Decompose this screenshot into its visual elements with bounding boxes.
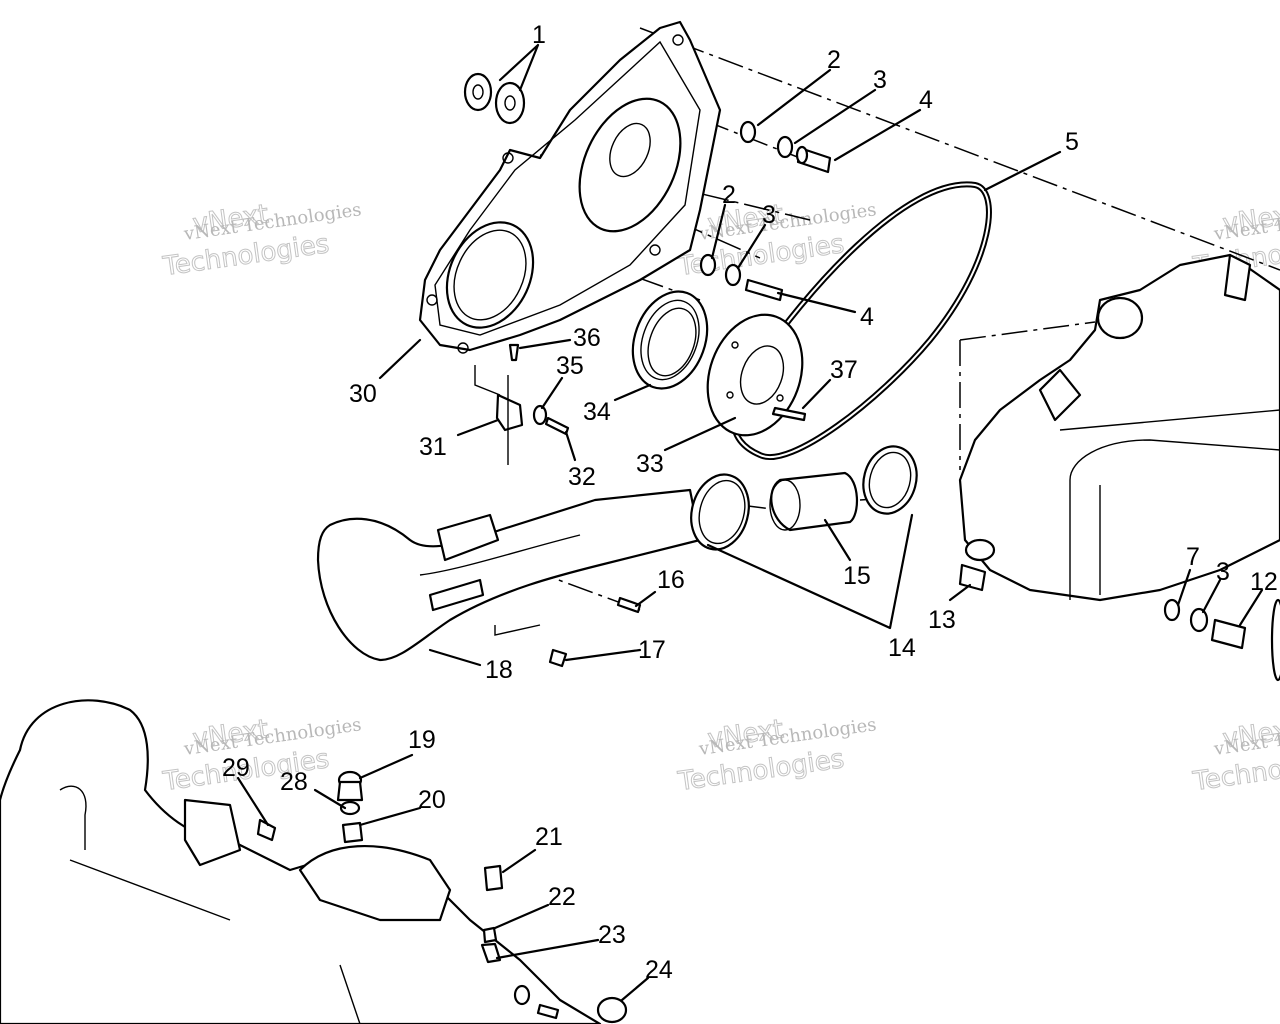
bolt-stack-lower [699,253,784,302]
callout-19: 19 [408,726,436,754]
callout-1: 1 [532,21,546,49]
callout-labels: 1 2 3 4 5 2 3 4 36 35 30 31 32 34 33 37 … [222,21,1278,984]
lower-airbox-assembly [0,699,628,1024]
callout-17: 17 [638,636,666,664]
callout-3-lower: 3 [762,201,776,229]
callout-21: 21 [535,823,563,851]
callout-3-right: 3 [1216,558,1230,586]
callout-12: 12 [1250,568,1278,596]
callout-3: 3 [873,66,887,94]
callout-31: 31 [419,433,447,461]
callout-22: 22 [548,883,576,911]
callout-4-lower: 4 [860,303,874,331]
callout-29: 29 [222,754,250,782]
washers-1 [463,72,526,125]
callout-24: 24 [645,956,673,984]
callout-28: 28 [280,768,308,796]
callout-4: 4 [919,86,933,114]
callout-2-lower: 2 [722,181,736,209]
callout-7: 7 [1186,543,1200,571]
bolt-13 [958,563,987,592]
callout-36: 36 [573,324,601,352]
seal-34 [631,290,709,390]
callout-16: 16 [657,566,685,594]
screw-37 [771,406,807,422]
callout-15: 15 [843,562,871,590]
callout-34: 34 [583,398,611,426]
callout-5: 5 [1065,128,1079,156]
callout-2: 2 [827,46,841,74]
callout-37: 37 [830,356,858,384]
callout-14: 14 [888,634,916,662]
callout-23: 23 [598,921,626,949]
inner-cover-plate [418,20,722,354]
bearing-plate-33 [706,313,804,437]
drive-belt [730,181,992,460]
callout-20: 20 [418,786,446,814]
intake-duct [316,445,918,668]
callout-32: 32 [568,463,596,491]
callout-18: 18 [485,656,513,684]
leader-lines [236,43,1264,1002]
bolt-stack-upper [739,120,832,174]
callout-13: 13 [928,606,956,634]
bracket-assembly [474,343,570,465]
bolt-stack-right [1163,598,1247,650]
callout-30: 30 [349,380,377,408]
callout-33: 33 [636,450,664,478]
callout-35: 35 [556,352,584,380]
outer-clutch-cover [958,253,1280,682]
